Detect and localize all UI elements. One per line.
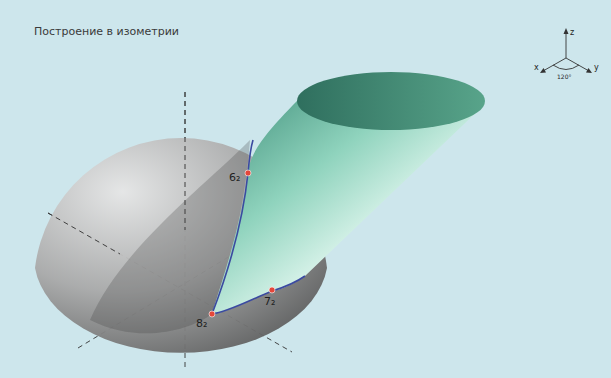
axis-icon	[543, 31, 589, 71]
axis-label: x	[534, 64, 539, 72]
arrowhead	[540, 28, 592, 73]
cylinder-top	[297, 72, 485, 130]
point-label: 6₂	[229, 172, 240, 183]
axis-label: z	[570, 29, 574, 37]
point-label: 7₂	[264, 296, 275, 307]
cylinder	[212, 100, 485, 314]
angle-label: 120°	[557, 74, 571, 80]
point	[209, 170, 275, 317]
title: Построение в изометрии	[34, 26, 179, 37]
intersection-curve	[212, 140, 305, 314]
axis-line	[48, 92, 185, 254]
point-label: 8₂	[196, 318, 207, 329]
axis-label: y	[594, 64, 599, 72]
